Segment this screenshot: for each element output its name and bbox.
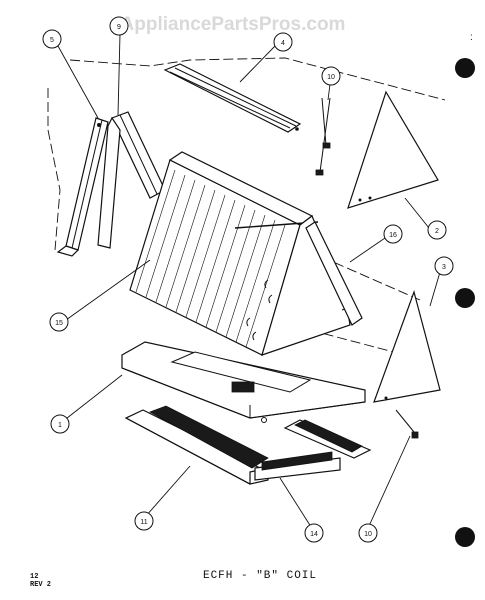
callout-leaders (57, 33, 441, 531)
callout-10-upper: 10 (321, 66, 341, 86)
svg-text:2: 2 (435, 228, 439, 235)
watermark: AppliancePartsPros.com (121, 14, 346, 35)
svg-text:11: 11 (140, 519, 147, 526)
binder-hole-top (455, 58, 475, 78)
callout-1: 1 (50, 414, 70, 434)
part-support-blocks (124, 405, 372, 485)
callout-16: 16 (383, 224, 403, 244)
svg-text:16: 16 (389, 232, 397, 239)
svg-text:10: 10 (364, 531, 372, 538)
binder-hole-middle (455, 288, 475, 308)
svg-text:9: 9 (117, 24, 121, 31)
svg-text:3: 3 (442, 264, 446, 271)
page-code-line1: 12 (30, 573, 38, 581)
part-top-panel (163, 63, 302, 133)
corner-mark: : (470, 32, 473, 43)
callout-11: 11 (134, 511, 154, 531)
part-triangle-plate-upper (347, 90, 439, 209)
callout-4: 4 (273, 32, 293, 52)
svg-text:10: 10 (327, 74, 335, 81)
diagram-caption: ECFH - "B" COIL (203, 570, 317, 582)
part-side-rail (56, 117, 109, 257)
part-drain-pan (121, 341, 366, 423)
callout-3: 3 (434, 256, 454, 276)
callout-15: 15 (49, 312, 69, 332)
callout-14: 14 (304, 523, 324, 543)
svg-text:15: 15 (55, 320, 63, 327)
part-screw-lower (395, 409, 419, 439)
callout-10-lower: 10 (358, 523, 378, 543)
svg-text:4: 4 (281, 40, 285, 47)
part-triangle-plate-lower (373, 289, 441, 403)
callout-5: 5 (42, 29, 62, 49)
page-code-line2: REV 2 (30, 581, 51, 589)
svg-text:1: 1 (58, 422, 62, 429)
callout-9: 9 (109, 16, 129, 36)
binder-hole-bottom (455, 527, 475, 547)
part-screws-upper (315, 97, 331, 176)
svg-text:5: 5 (50, 37, 54, 44)
svg-text:14: 14 (310, 531, 318, 538)
callout-2: 2 (427, 220, 447, 240)
part-coil-end-bracket (305, 221, 363, 326)
part-a-coil (129, 151, 351, 356)
